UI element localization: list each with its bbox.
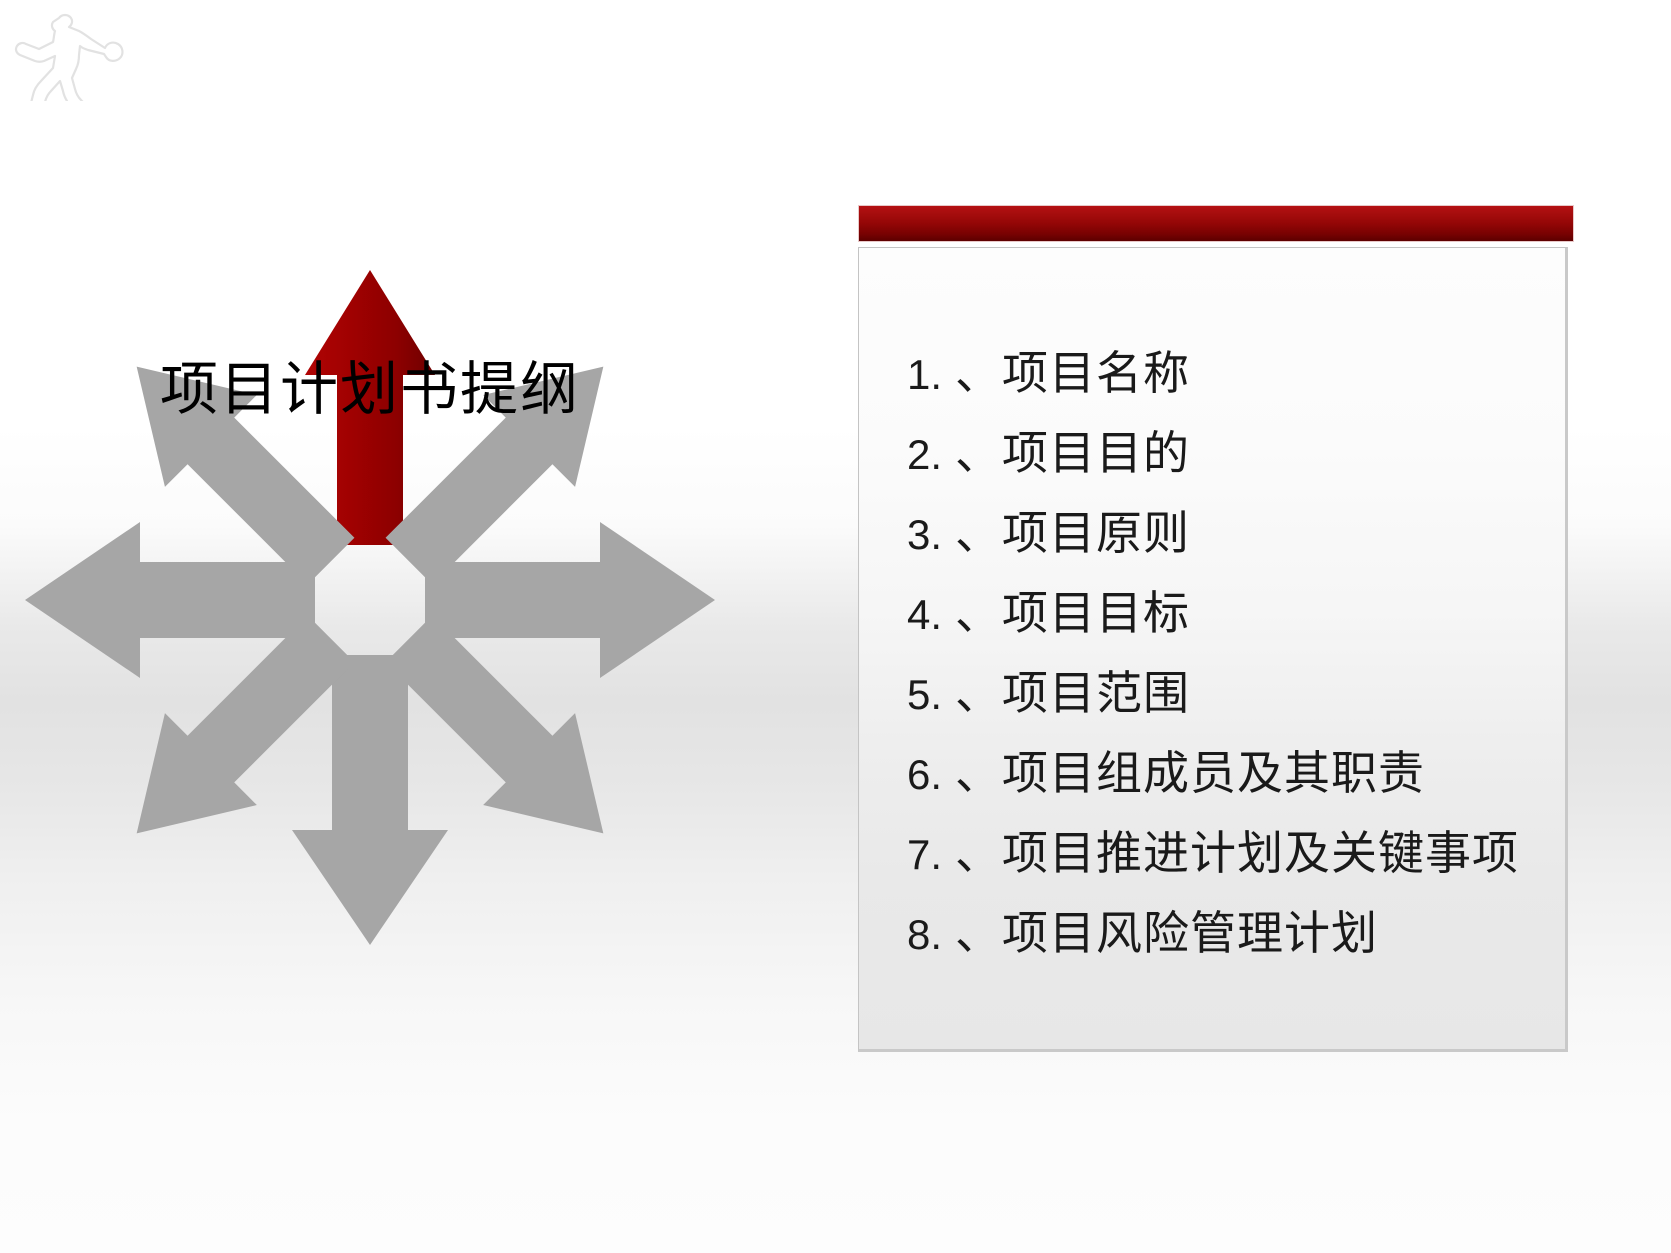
arrow-down-left [136,615,355,834]
arrow-right [425,522,715,678]
arrow-up [305,270,435,545]
arrow-left [25,522,315,678]
list-item-number: 6. [907,751,943,798]
arrow-up-left [136,366,355,585]
page-title: 项目计划书提纲 [160,357,581,422]
list-item: 1. 、项目名称 [859,333,1565,413]
list-item-number: 5. [907,671,943,718]
list-item: 7. 、项目推进计划及关键事项 [859,813,1565,893]
list-item-label: 、项目名称 [955,347,1190,399]
list-item-label: 、项目推进计划及关键事项 [955,827,1519,879]
list-item-label: 、项目范围 [955,667,1190,719]
list-item-number: 2. [907,431,943,478]
running-person-silhouette-icon [12,6,132,122]
list-item-label: 、项目组成员及其职责 [955,747,1425,799]
list-item-label: 、项目目的 [955,427,1190,479]
list-item-number: 8. [907,911,943,958]
outline-panel: 1. 、项目名称 2. 、项目目的 3. 、项目原则 4. 、项目目标 5. [858,205,1574,1052]
eight-direction-arrow-star-graphic [10,240,730,960]
list-item-number: 1. [907,351,943,398]
list-item: 3. 、项目原则 [859,493,1565,573]
list-item-number: 7. [907,831,943,878]
list-item-label: 、项目风险管理计划 [955,907,1378,959]
list-item: 2. 、项目目的 [859,413,1565,493]
arrow-up-right [385,366,604,585]
list-item-number: 4. [907,591,943,638]
list-item-number: 3. [907,511,943,558]
arrow-down [292,655,448,945]
list-item: 5. 、项目范围 [859,653,1565,733]
list-item-label: 、项目目标 [955,587,1190,639]
list-item-label: 、项目原则 [955,507,1190,559]
list-item: 4. 、项目目标 [859,573,1565,653]
outline-list: 1. 、项目名称 2. 、项目目的 3. 、项目原则 4. 、项目目标 5. [859,248,1565,973]
panel-header-bar [858,205,1574,242]
list-item: 6. 、项目组成员及其职责 [859,733,1565,813]
panel-body: 1. 、项目名称 2. 、项目目的 3. 、项目原则 4. 、项目目标 5. [858,247,1568,1052]
arrow-down-right [385,615,604,834]
list-item: 8. 、项目风险管理计划 [859,893,1565,973]
